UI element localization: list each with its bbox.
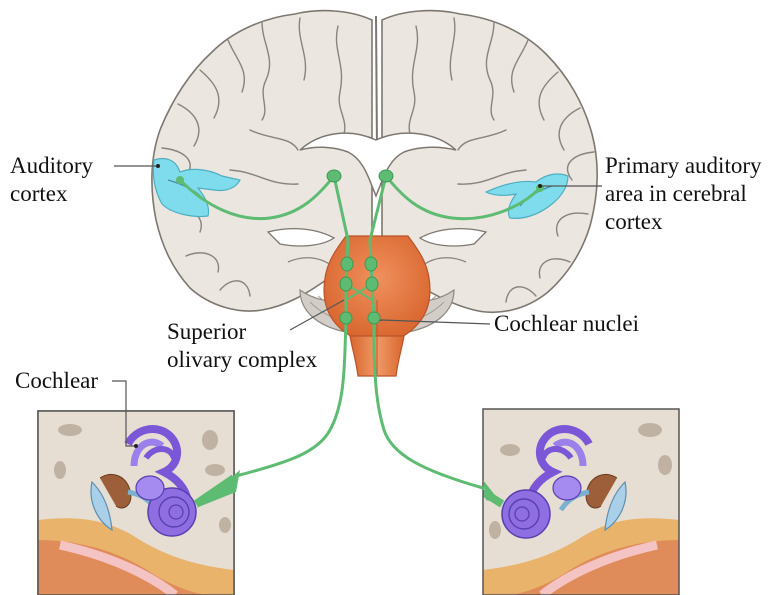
label-cochlear-nuclei: Cochlear nuclei [494,310,639,338]
label-superior-olivary-complex-line2: olivary complex [167,346,317,374]
superior-olive-left [340,277,352,291]
label-primary-auditory-area: Primary auditory area in cerebral cortex [605,152,762,236]
label-auditory-cortex-line1: Auditory [10,152,93,180]
inferior-colliculus-right [365,257,377,271]
inferior-colliculus-left [341,257,353,271]
label-primary-auditory-area-line3: cortex [605,208,762,236]
label-auditory-cortex: Auditory cortex [10,152,93,208]
right-ear-inset [483,409,679,595]
label-primary-auditory-area-line1: Primary auditory [605,152,762,180]
label-superior-olivary-complex: Superior olivary complex [167,318,317,374]
label-primary-auditory-area-line2: area in cerebral [605,180,762,208]
label-superior-olivary-complex-line1: Superior [167,318,317,346]
cochlear-nucleus-left [340,312,352,324]
label-cochlear: Cochlear [15,367,98,395]
thalamus-nucleus-left [327,170,341,182]
superior-olive-right [366,277,378,291]
label-auditory-cortex-line2: cortex [10,180,93,208]
cochlear-nucleus-right [368,312,380,324]
thalamus-nucleus-right [379,170,393,182]
